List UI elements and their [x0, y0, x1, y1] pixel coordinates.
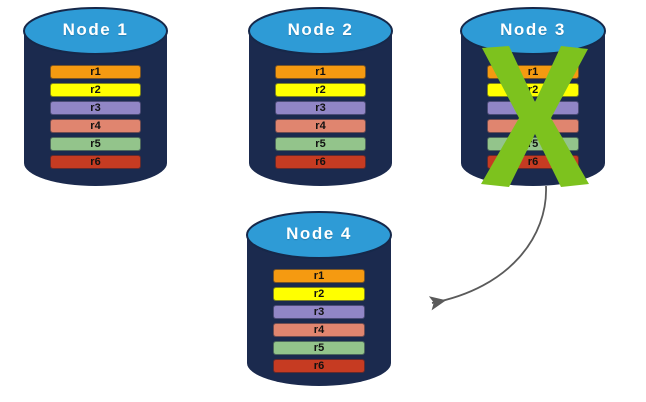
node-4-top-disc	[246, 211, 392, 259]
node-1-row-r5[interactable]: r5	[50, 137, 141, 151]
node-1-top-disc	[23, 7, 168, 55]
node-4-row-r5[interactable]: r5	[273, 341, 365, 355]
node-2-row-r1[interactable]: r1	[275, 65, 366, 79]
node-2-row-r4[interactable]: r4	[275, 119, 366, 133]
node-2-row-r3[interactable]: r3	[275, 101, 366, 115]
node-2-top-disc	[248, 7, 393, 55]
node-1-row-r2[interactable]: r2	[50, 83, 141, 97]
node-1-row-r3[interactable]: r3	[50, 101, 141, 115]
node-4-row-r3[interactable]: r3	[273, 305, 365, 319]
node-4-row-r1[interactable]: r1	[273, 269, 365, 283]
node-2-row-r5[interactable]: r5	[275, 137, 366, 151]
node-2-title: Node 2	[287, 20, 354, 39]
node-4-row-list: r1 r2 r3 r4 r5 r6	[247, 269, 391, 373]
node-1-title: Node 1	[62, 20, 129, 39]
node-1-row-r6[interactable]: r6	[50, 155, 141, 169]
node-4-row-r2[interactable]: r2	[273, 287, 365, 301]
node-1-row-r4[interactable]: r4	[50, 119, 141, 133]
node-2-row-r2[interactable]: r2	[275, 83, 366, 97]
arrow-node3-to-node4	[428, 185, 547, 311]
node-1-row-r1[interactable]: r1	[50, 65, 141, 79]
node-4-title: Node 4	[286, 224, 352, 243]
node-1[interactable]: Node 1 r1 r2 r3 r4 r5 r6	[23, 7, 168, 186]
node-2-row-r6[interactable]: r6	[275, 155, 366, 169]
node-2-row-list: r1 r2 r3 r4 r5 r6	[249, 65, 392, 169]
node-2[interactable]: Node 2 r1 r2 r3 r4 r5 r6	[248, 7, 393, 186]
node-1-row-list: r1 r2 r3 r4 r5 r6	[24, 65, 167, 169]
node-4-row-r4[interactable]: r4	[273, 323, 365, 337]
node-4-row-r6[interactable]: r6	[273, 359, 365, 373]
node-3-title: Node 3	[500, 20, 566, 39]
node-4[interactable]: Node 4 r1 r2 r3 r4 r5 r6	[246, 211, 392, 386]
